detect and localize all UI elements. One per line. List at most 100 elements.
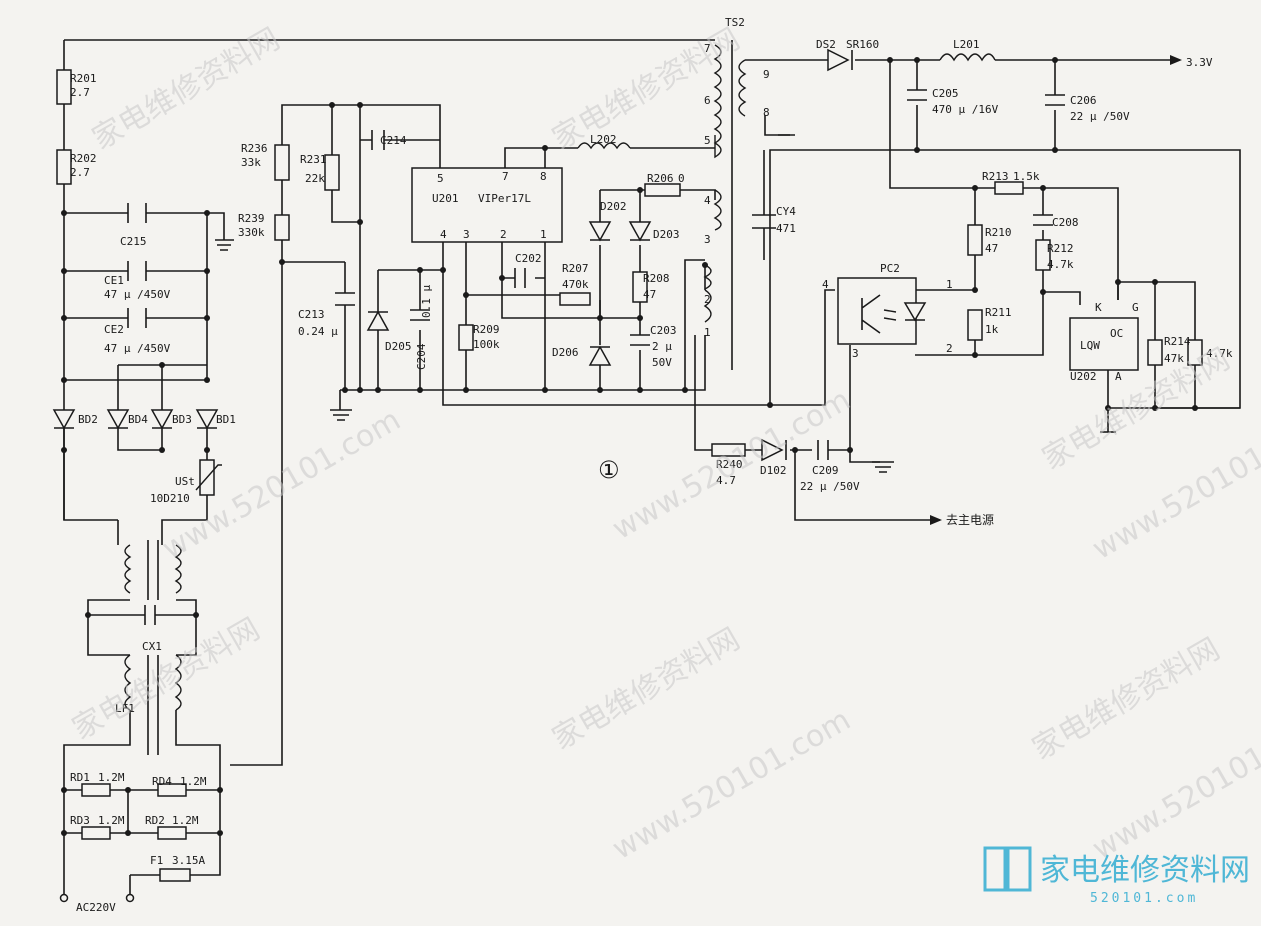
resistor-r201 [57, 70, 71, 104]
label-3v3: 3.3V [1186, 56, 1213, 69]
label-r202-value: 2.7 [70, 166, 90, 179]
resistor-rd1 [82, 784, 110, 796]
label-ust: USt [175, 475, 195, 488]
capacitor-c208 [1033, 215, 1053, 225]
capacitor-ce2 [128, 308, 146, 328]
label-r231: R231 [300, 153, 327, 166]
svg-text:www.520101.com: www.520101.com [607, 702, 857, 867]
label-c203: C203 [650, 324, 677, 337]
label-c213: C213 [298, 308, 325, 321]
svg-text:家电维修资料网: 家电维修资料网 [547, 622, 746, 757]
label-c203-value: 2 μ [652, 340, 672, 353]
label-r236: R236 [241, 142, 268, 155]
pin-ts2-5: 5 [704, 134, 711, 147]
label-ce2-value: 47 μ /450V [104, 342, 171, 355]
diode-d206 [590, 347, 610, 365]
label-cy4: CY4 [776, 205, 796, 218]
pin-ts2-1: 1 [704, 326, 711, 339]
fuse-f1 [160, 869, 190, 881]
site-logo: 家电维修资料网 520101.com [985, 848, 1250, 906]
label-d206: D206 [552, 346, 579, 359]
svg-text:家电维修资料网: 家电维修资料网 [1027, 632, 1226, 767]
logo-text: 家电维修资料网 [1040, 853, 1250, 888]
resistor-r209 [459, 325, 473, 350]
inductor-l201 [940, 54, 995, 60]
label-r208: R208 [643, 272, 670, 285]
resistor-r231 [325, 155, 339, 190]
label-u202: U202 [1070, 370, 1097, 383]
label-ds2: DS2 [816, 38, 836, 51]
label-r213: R213 [982, 170, 1009, 183]
resistor-r213 [995, 182, 1023, 194]
label-bd2: BD2 [78, 413, 98, 426]
capacitor-c209 [818, 440, 828, 460]
label-rd2: RD2 [145, 814, 165, 827]
pin-ts2-2: 2 [704, 293, 711, 306]
label-f1: F1 [150, 854, 163, 867]
label-r207-value: 470k [562, 278, 589, 291]
capacitor-cy4 [752, 150, 776, 260]
svg-text:家电维修资料网: 家电维修资料网 [67, 612, 266, 747]
label-r212: R212 [1047, 242, 1074, 255]
label-r201: R201 [70, 72, 97, 85]
label-c206: C206 [1070, 94, 1097, 107]
resistor-rd3 [82, 827, 110, 839]
label-r213-value: 1.5k [1013, 170, 1040, 183]
label-r210-value: 47 [985, 242, 998, 255]
resistor-r202 [57, 150, 71, 184]
pin-pc2-2: 2 [946, 342, 953, 355]
label-main-power: 去主电源 [946, 513, 994, 527]
capacitor-c206 [1045, 95, 1065, 105]
diode-bd3 [152, 410, 172, 428]
capacitor-c205 [907, 90, 927, 100]
label-r239: R239 [238, 212, 265, 225]
label-rd3: RD3 [70, 814, 90, 827]
label-c203-rating: 50V [652, 356, 672, 369]
label-rd1: RD1 [70, 771, 90, 784]
label-r202: R202 [70, 152, 97, 165]
label-r231-value: 22k [305, 172, 325, 185]
pin-u202-a: A [1115, 370, 1122, 383]
label-ce2: CE2 [104, 323, 124, 336]
label-pc2: PC2 [880, 262, 900, 275]
pin-u202-k: K [1095, 301, 1102, 314]
pin-u201-4: 4 [440, 228, 447, 241]
resistor-r207 [560, 293, 590, 305]
label-ac220v: AC220V [76, 901, 116, 914]
pin-ts2-4: 4 [704, 194, 711, 207]
diode-d203 [630, 222, 650, 240]
pin-u202-oc: OC [1110, 327, 1123, 340]
pin-u202-g: G [1132, 301, 1139, 314]
label-ds2-value: SR160 [846, 38, 879, 51]
label-r208-value: 47 [643, 288, 656, 301]
diode-bd4 [108, 410, 128, 428]
label-r201-value: 2.7 [70, 86, 90, 99]
label-c204: C204 [415, 343, 428, 370]
label-rd2-value: 1.2M [172, 814, 199, 827]
label-r207: R207 [562, 262, 589, 275]
optocoupler-pc2 [838, 278, 916, 344]
capacitor-c215 [128, 203, 146, 223]
label-ce1-value: 47 μ /450V [104, 288, 171, 301]
label-r209-value: 100k [473, 338, 500, 351]
pin-ts2-3: 3 [704, 233, 711, 246]
label-c215: C215 [120, 235, 147, 248]
output-arrow-main [930, 515, 942, 525]
choke-top-left [125, 545, 130, 593]
label-r206: R206 [647, 172, 674, 185]
pin-u201-2: 2 [500, 228, 507, 241]
label-u201: U201 [432, 192, 459, 205]
label-r214: R214 [1164, 335, 1191, 348]
resistor-r236 [275, 145, 289, 180]
capacitor-cx1 [145, 605, 155, 625]
pin-u201-7: 7 [502, 170, 509, 183]
resistors [57, 70, 1202, 881]
resistor-r206 [645, 184, 680, 196]
resistor-r210 [968, 225, 982, 255]
label-rd4: RD4 [152, 775, 172, 788]
label-f1-value: 3.15A [172, 854, 205, 867]
label-r211: R211 [985, 306, 1012, 319]
capacitor-c202 [515, 268, 525, 288]
